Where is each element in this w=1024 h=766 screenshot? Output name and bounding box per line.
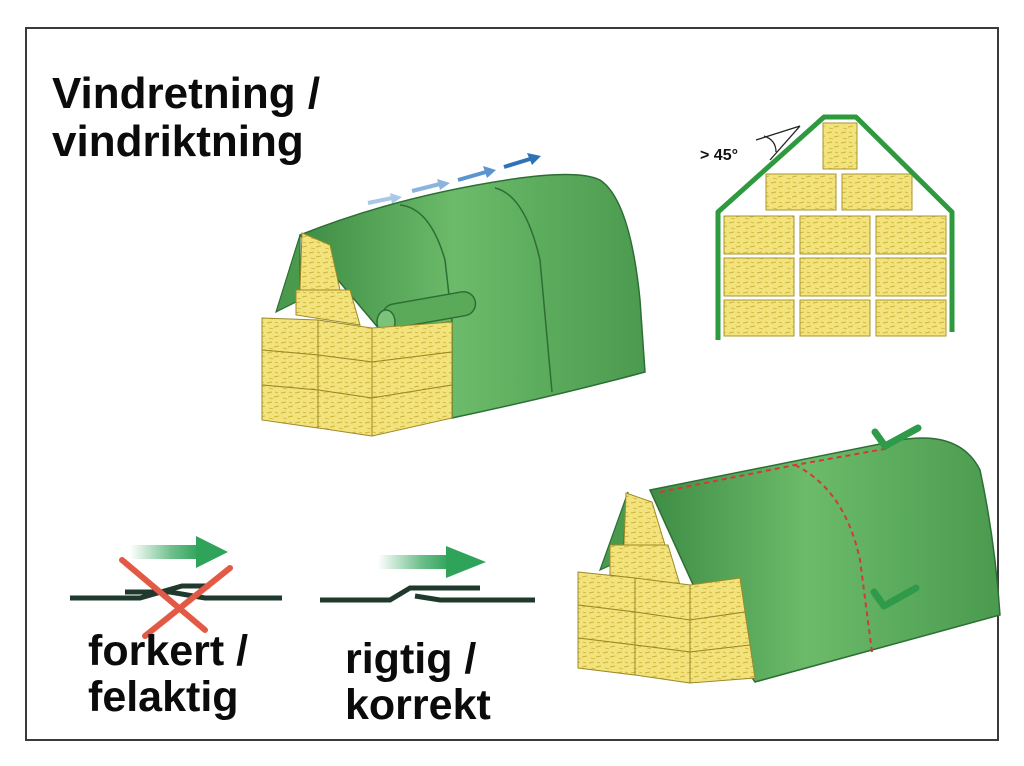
wrong-joint-illustration: [70, 536, 282, 639]
right-line-1: rigtig /: [345, 635, 477, 683]
wind-arrow-icon: [367, 153, 541, 205]
right-joint-illustration: [320, 546, 535, 603]
check-icon: [871, 424, 922, 450]
check-icon: [870, 584, 920, 610]
right-label: rigtig / korrekt: [345, 636, 491, 729]
wrong-label: forkert / felaktig: [88, 628, 248, 721]
angle-label: > 45°: [700, 147, 738, 164]
right-line-2: korrekt: [345, 681, 491, 730]
bottom-stack-illustration: [577, 424, 1001, 684]
cross-section-illustration: [715, 114, 955, 340]
wrong-line-2: felaktig: [88, 673, 239, 722]
cross-icon: [119, 557, 233, 639]
title-line-1: Vindretning /: [52, 69, 321, 118]
title-line-2: vindriktning: [52, 116, 304, 166]
green-arrow-icon: [378, 546, 486, 578]
wrong-line-1: forkert /: [88, 627, 249, 675]
title-label: Vindretning / vindriktning: [52, 70, 320, 165]
top-stack-illustration: [261, 153, 646, 437]
green-arrow-icon: [130, 536, 228, 568]
